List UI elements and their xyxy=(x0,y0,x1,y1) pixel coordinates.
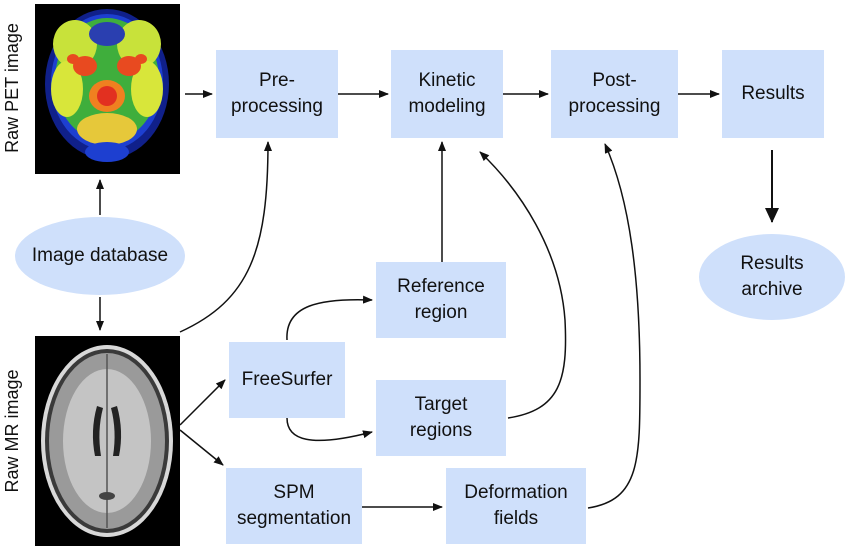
arrow-mr-to-preprocessing xyxy=(179,141,272,333)
reference-region-node: Reference region xyxy=(376,262,506,338)
arrow-deformation-to-post xyxy=(587,143,641,509)
freesurfer-node: FreeSurfer xyxy=(229,342,345,418)
pet-scan-image xyxy=(35,4,180,174)
target-regions-node: Target regions xyxy=(376,380,506,456)
kinetic-modeling-node: Kinetic modeling xyxy=(391,50,503,138)
image-database-node: Image database xyxy=(15,217,185,295)
arrow-freesurfer-to-target xyxy=(286,417,373,442)
arrow-target-to-kinetic xyxy=(479,151,567,419)
raw-mr-label: Raw MR image xyxy=(2,369,22,493)
arrow-mr-to-spm xyxy=(179,429,224,466)
deformation-fields-node: Deformation fields xyxy=(446,468,586,544)
arrow-freesurfer-to-reference xyxy=(286,295,373,341)
preprocessing-node: Pre- processing xyxy=(216,50,338,138)
spm-segmentation-node: SPM segmentation xyxy=(226,468,362,544)
arrow-mr-to-freesurfer xyxy=(179,379,226,426)
raw-pet-label: Raw PET image xyxy=(2,23,22,153)
results-archive-node: Results archive xyxy=(699,234,845,320)
mr-scan-image xyxy=(35,336,180,546)
results-node: Results xyxy=(722,50,824,138)
postprocessing-node: Post- processing xyxy=(551,50,678,138)
